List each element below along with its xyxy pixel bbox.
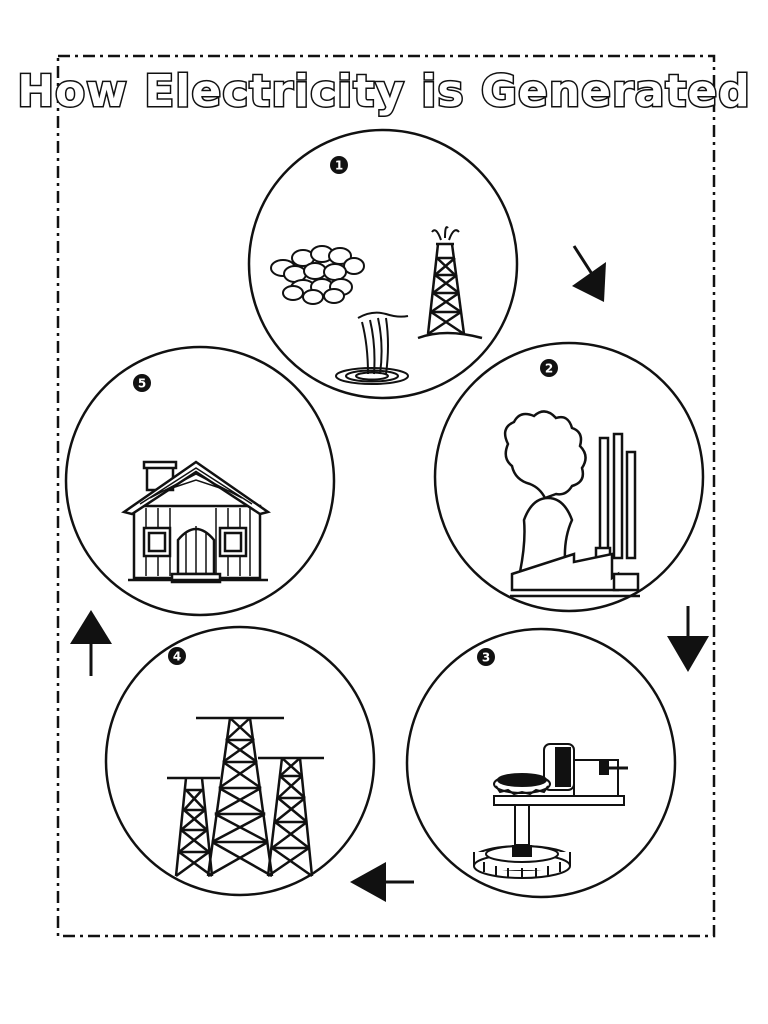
energy-sources-icon [270,226,483,385]
turbine-generator-icon [473,743,628,879]
step-3: 3 [405,627,677,899]
step-number: 5 [138,377,146,391]
power-plant-icon [503,410,640,598]
transmission-towers-icon [167,716,324,878]
step-badge [168,647,186,665]
step-number: 1 [335,159,343,173]
arrow-2-to-3 [667,606,709,672]
step-5: 5 [64,345,336,617]
page-title: How Electricity is Generated [17,66,751,117]
step-number: 4 [173,650,181,664]
step-badge [477,648,495,666]
arrow-1-to-2 [572,245,606,302]
step-number: 2 [545,362,553,376]
step-number: 3 [482,651,490,665]
arrow-3-to-4 [350,862,414,902]
house-icon [121,460,271,584]
smoke-icon [503,410,587,500]
page-border [56,54,716,938]
step-2: 2 [433,341,705,613]
waterfall-icon [335,311,409,385]
tower-right [258,756,324,878]
arrow-4-to-5 [70,610,112,676]
step-badge [133,374,151,392]
coal-icon [270,245,365,305]
step-1: 1 [247,128,519,400]
step-4: 4 [104,625,376,897]
tower-center [196,716,284,878]
oil-derrick-icon [417,226,483,340]
step-badge [540,359,558,377]
step-badge [330,156,348,174]
